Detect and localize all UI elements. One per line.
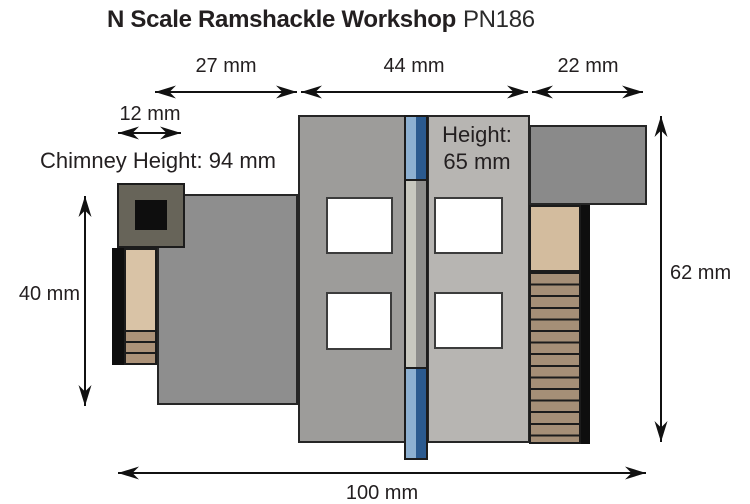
label-top-center-width: 44 mm bbox=[383, 55, 445, 77]
window-bottom-left bbox=[326, 292, 392, 350]
label-left-height: 40 mm bbox=[18, 283, 80, 305]
left-wall-panel bbox=[124, 248, 157, 365]
downpipe-bottom bbox=[404, 367, 428, 460]
label-building-height-line1: Height: bbox=[442, 122, 512, 147]
label-right-height: 62 mm bbox=[670, 262, 732, 284]
downpipe-middle bbox=[404, 179, 428, 369]
downpipe-middle-dark bbox=[416, 181, 426, 367]
label-chimney-width: 12 mm bbox=[119, 103, 181, 125]
downpipe-bottom-dark bbox=[416, 369, 426, 458]
right-stairs bbox=[529, 270, 581, 444]
label-chimney-height: Chimney Height: 94 mm bbox=[40, 148, 276, 173]
downpipe-bottom-light bbox=[406, 369, 416, 458]
left-end-wall bbox=[112, 248, 124, 365]
label-top-right-width: 22 mm bbox=[557, 55, 619, 77]
right-end-wall bbox=[581, 205, 590, 444]
downpipe-top-light bbox=[406, 117, 416, 179]
chimney-flue-opening bbox=[135, 200, 167, 230]
downpipe-top-dark bbox=[416, 117, 426, 179]
downpipe-middle-light bbox=[406, 181, 416, 367]
label-total-width: 100 mm bbox=[345, 482, 419, 504]
window-top-right bbox=[434, 197, 503, 254]
left-wall-planks bbox=[126, 330, 155, 363]
product-code: PN186 bbox=[462, 6, 535, 33]
right-wall-panel bbox=[529, 205, 581, 272]
window-top-left bbox=[326, 197, 393, 254]
right-roof-overhang bbox=[529, 125, 647, 205]
product-name: N Scale Ramshackle Workshop bbox=[107, 6, 456, 33]
label-top-left-width: 27 mm bbox=[195, 55, 257, 77]
window-bottom-right bbox=[434, 292, 503, 349]
label-building-height: Height: 65 mm bbox=[420, 121, 534, 175]
label-building-height-line2: 65 mm bbox=[443, 149, 511, 174]
